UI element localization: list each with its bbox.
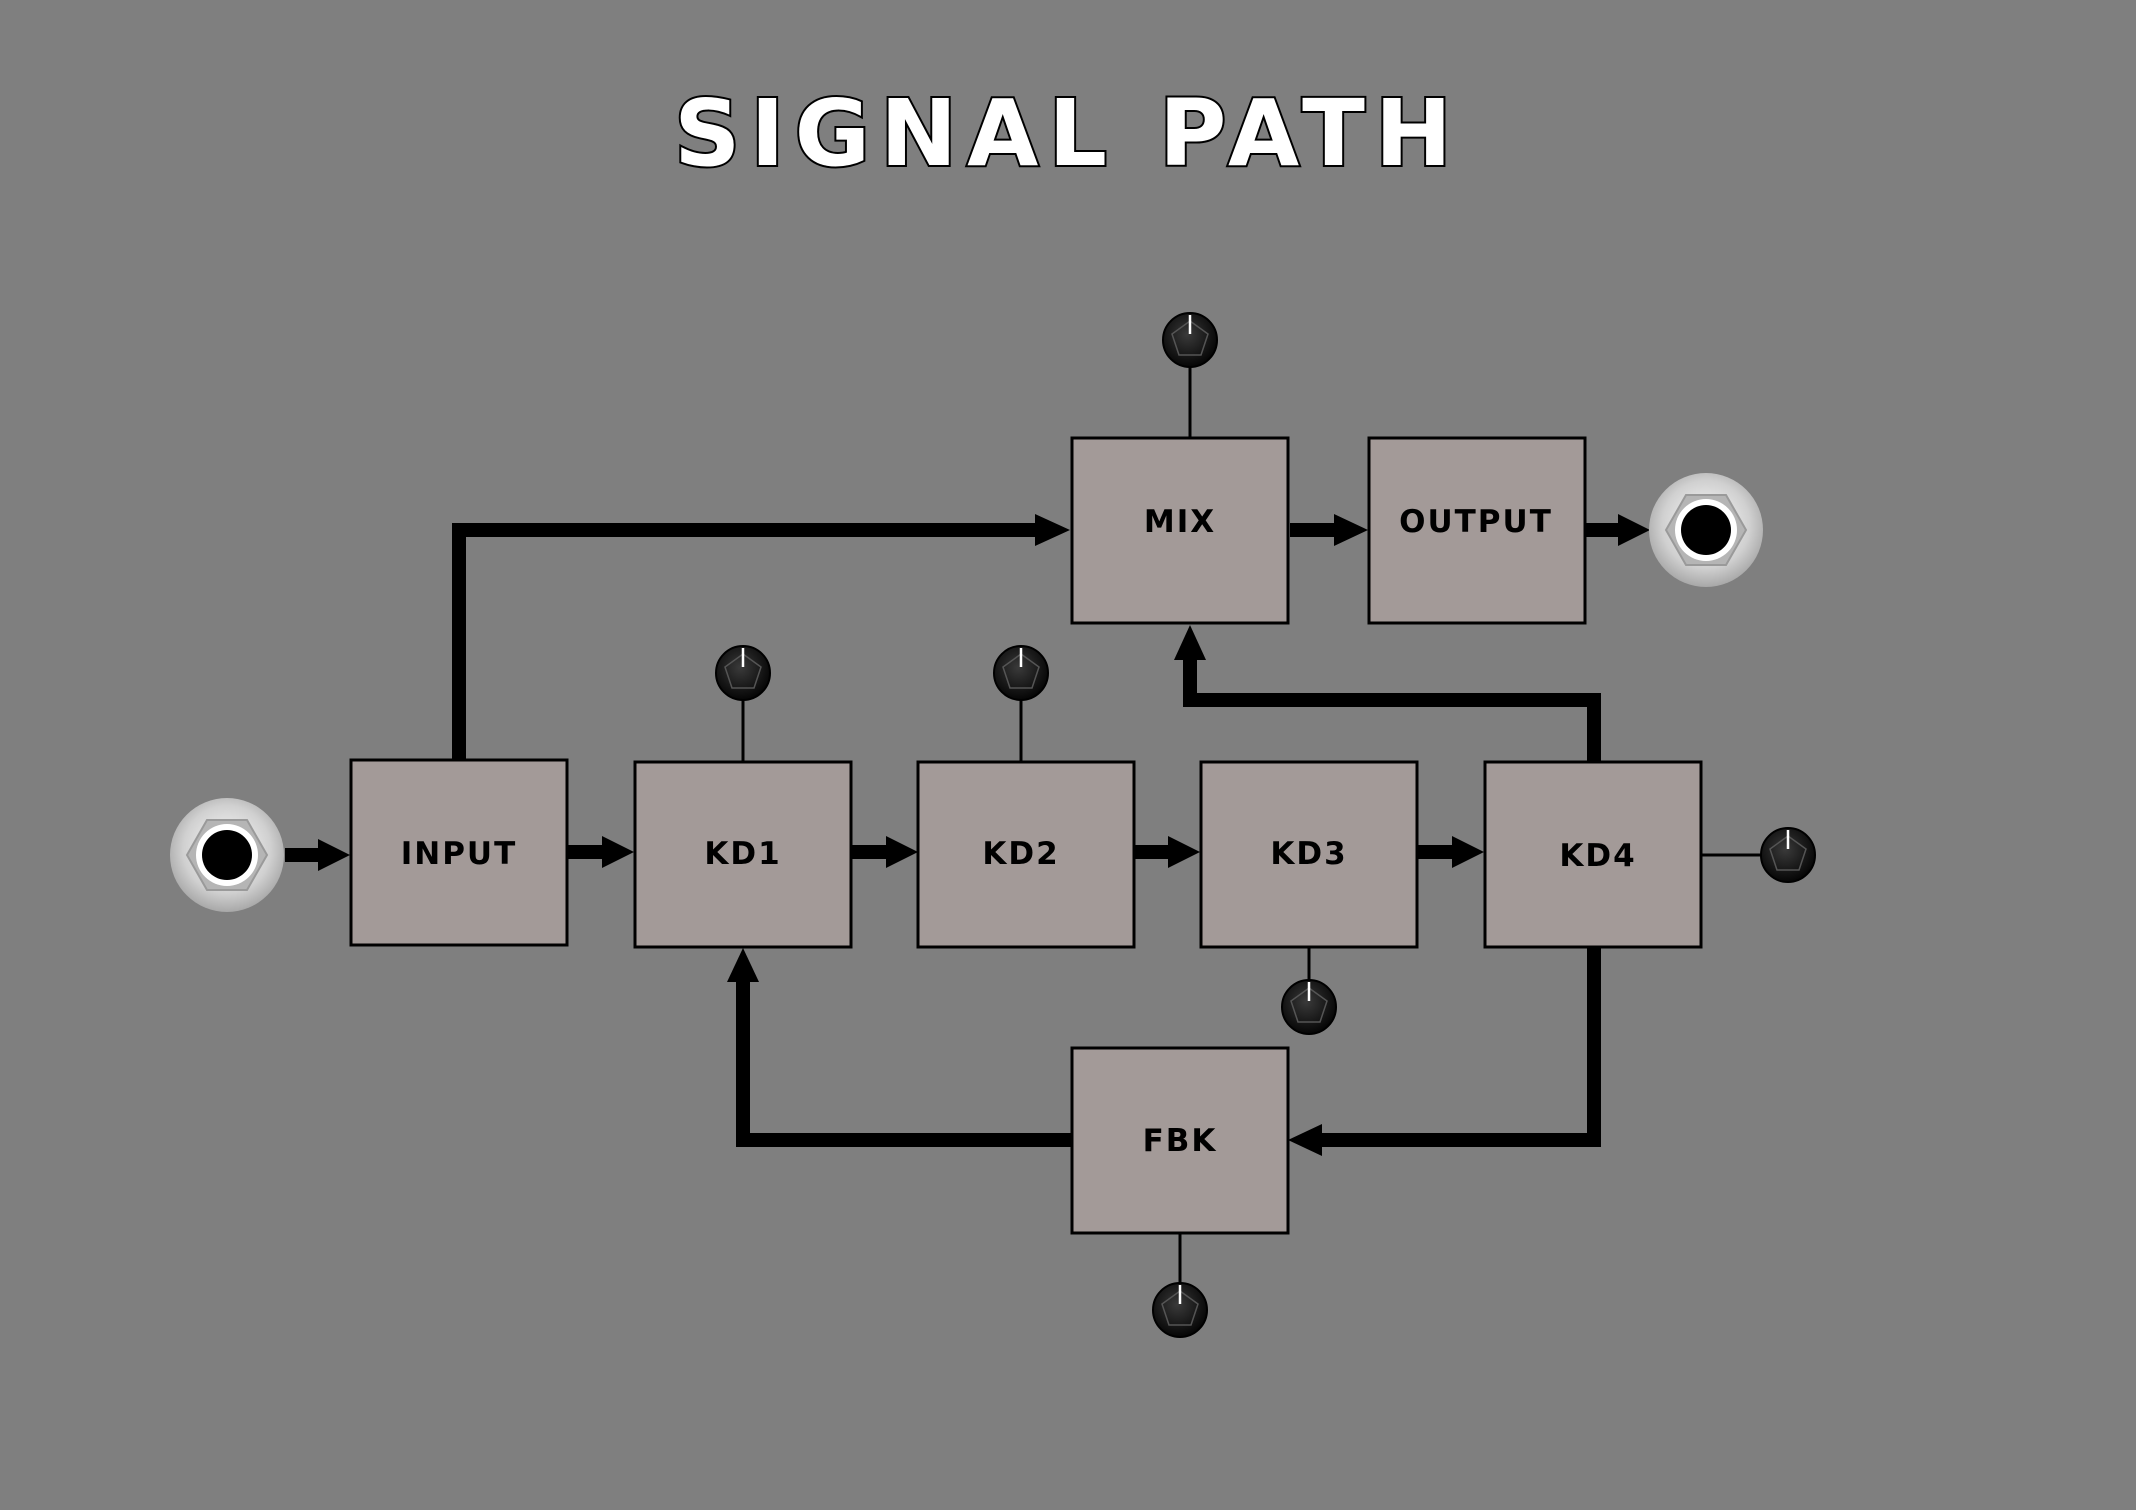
block-input: INPUT [349,758,569,947]
block-mix: MIX [1070,436,1290,625]
block-fbk: FBK [1070,1046,1290,1235]
arrowhead-kd2 [886,836,918,868]
block-kd3: KD3 [1199,760,1419,949]
arrowhead-kd1-from-fbk [727,948,759,982]
block-input-label: INPUT [401,836,518,872]
block-kd1: KD1 [633,760,853,949]
block-kd1-label: KD1 [704,836,781,872]
block-kd4-box [1483,760,1703,949]
block-kd4: KD4 [1483,760,1703,949]
block-kd3-label: KD3 [1270,836,1347,872]
arrowhead-mix-from-kd4 [1174,625,1206,660]
knob-icon-kd2[interactable] [993,645,1049,701]
block-mix-box [1070,436,1290,625]
arrowhead-input [318,839,350,871]
wire-input-to-mix [452,523,1035,760]
wire-kd4-to-fbk [1318,948,1601,1147]
block-mix-label: MIX [1144,504,1216,540]
output-jack-icon[interactable] [1649,473,1763,587]
block-kd2: KD2 [916,760,1136,949]
block-fbk-box [1070,1046,1290,1235]
knob-wires [741,360,1762,1284]
arrowhead-kd1 [602,836,634,868]
input-jack-hole [202,830,252,880]
knob-icon-kd3[interactable] [1281,979,1337,1035]
knob-icon-fbk[interactable] [1152,1282,1208,1338]
block-kd4-label: KD4 [1559,838,1636,874]
arrowhead-mix-from-input [1035,514,1070,546]
input-jack-icon[interactable] [170,798,284,912]
block-output-box [1367,436,1587,625]
arrowhead-kd4 [1452,836,1484,868]
block-output-label: OUTPUT [1399,504,1553,540]
block-fbk-label: FBK [1143,1123,1218,1159]
output-jack-hole [1681,505,1731,555]
block-kd2-box [916,760,1136,949]
wire-kd4-to-mix [1183,658,1601,762]
block-kd3-box [1199,760,1419,949]
block-kd1-box [633,760,853,949]
knob-icon-mix[interactable] [1162,312,1218,368]
block-kd2-label: KD2 [982,836,1059,872]
signal-wires [285,523,1618,1147]
diagram-title: SIGNAL PATH [674,80,1462,187]
wire-fbk-to-kd1 [736,978,1072,1147]
arrowhead-output-jack [1618,514,1650,546]
arrowheads [318,514,1650,1156]
arrowhead-fbk [1288,1124,1322,1156]
block-input-box [349,758,569,947]
arrowhead-kd3 [1168,836,1200,868]
knob-icon-kd1[interactable] [715,645,771,701]
knob-icon-kd4[interactable] [1760,827,1816,883]
arrowhead-output [1334,514,1368,546]
block-output: OUTPUT [1367,436,1587,625]
